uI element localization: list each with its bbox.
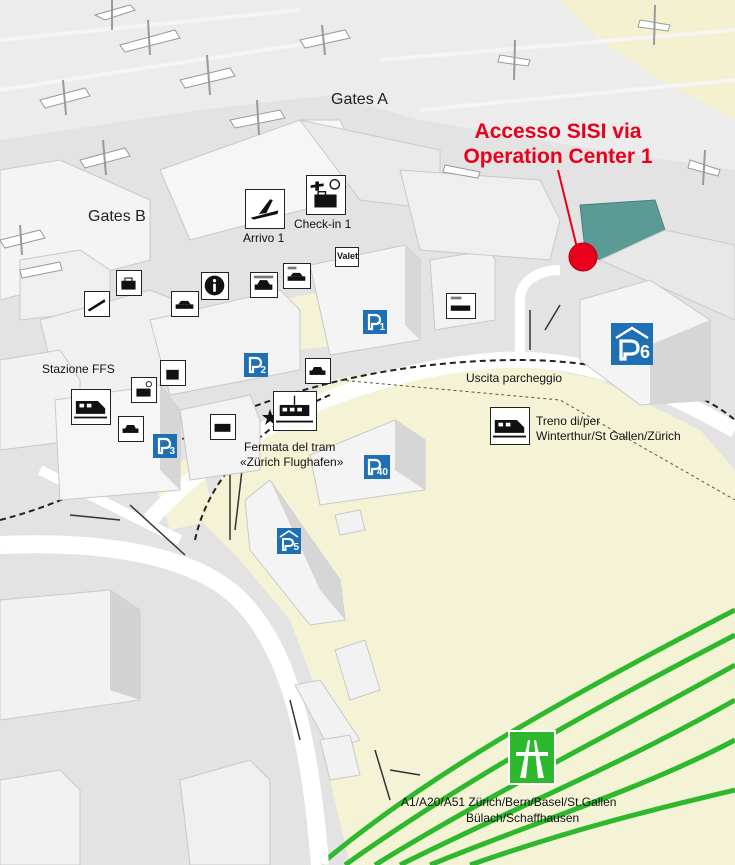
checkin-icon xyxy=(306,175,346,215)
train-station-icon xyxy=(71,389,111,425)
checkin-icon-2 xyxy=(131,377,157,403)
train-station-label: Stazione FFS xyxy=(42,362,115,376)
motorway-label-1: A1/A20/A51 Zürich/Bern/Basel/St.Gallen xyxy=(401,795,617,809)
arrival-label: Arrivo 1 xyxy=(243,231,285,245)
hotel-icon xyxy=(446,293,476,319)
departure-icon xyxy=(84,291,110,317)
tram-stop-label-2: «Zürich Flughafen» xyxy=(240,455,344,469)
gates-b-label: Gates B xyxy=(88,208,146,225)
parking-exit-label: Uscita parcheggio xyxy=(466,371,563,385)
checkin-label: Check-in 1 xyxy=(294,217,352,231)
tram-icon xyxy=(273,391,317,431)
airplane-arrival-icon xyxy=(245,189,285,229)
parking-p3: 3 xyxy=(153,434,177,458)
parking-p3-number: 3 xyxy=(169,446,175,457)
callout-line-1: Accesso SISI via xyxy=(474,120,642,143)
motorway-icon xyxy=(508,730,556,785)
parking-p5: 5 xyxy=(277,528,301,554)
taxi-icon-2 xyxy=(171,291,199,317)
car-icon xyxy=(118,416,144,442)
parking-p1: 1 xyxy=(363,310,387,334)
taxi-icon xyxy=(283,263,311,289)
parking-p40: 40 xyxy=(364,455,390,479)
parking-p5-number: 5 xyxy=(293,542,299,553)
valet-icon: Valet xyxy=(335,247,359,267)
parking-p1-number: 1 xyxy=(379,322,385,333)
motorway-label-2: Bülach/Schaffhausen xyxy=(466,811,580,825)
rental-car-icon xyxy=(250,272,278,298)
parking-p6-number: 6 xyxy=(639,342,650,362)
bus-icon xyxy=(210,414,236,440)
parking-p2: 2 xyxy=(244,353,268,377)
train-route-label-1: Treno di/per xyxy=(536,414,601,428)
sisi-access-callout: Accesso SISI via Operation Center 1 xyxy=(438,119,678,169)
train-route-icon xyxy=(490,407,530,445)
taxi-icon-3 xyxy=(305,358,331,384)
baggage-icon xyxy=(116,270,142,296)
train-route-label-2: Winterthur/St Gallen/Zürich xyxy=(536,429,681,443)
parking-p6: 6 xyxy=(611,323,653,365)
callout-line-2: Operation Center 1 xyxy=(463,145,653,168)
valet-sign: Valet xyxy=(337,251,359,261)
baggage-icon-2 xyxy=(160,360,186,386)
tram-stop-label-1: Fermata del tram xyxy=(244,440,336,454)
parking-p2-number: 2 xyxy=(260,365,266,376)
info-icon xyxy=(201,272,229,300)
parking-p40-number: 40 xyxy=(376,467,388,478)
gates-a-label: Gates A xyxy=(331,91,388,108)
